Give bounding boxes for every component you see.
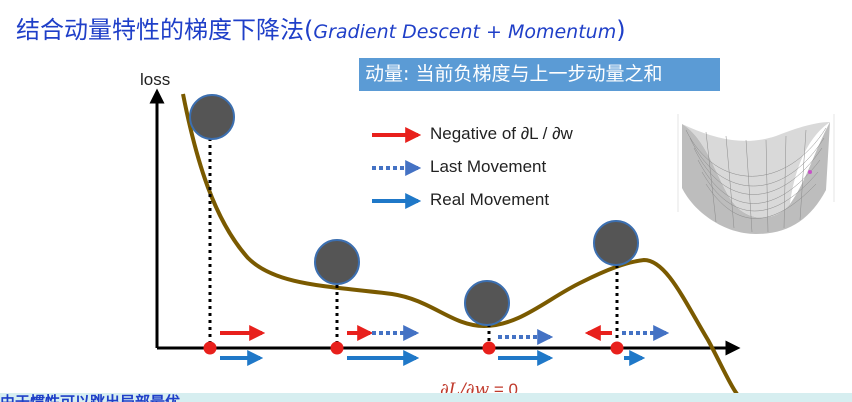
legend-label-last-movement: Last Movement: [430, 157, 547, 176]
title-subtitle: Gradient Descent + Momentum: [313, 21, 617, 43]
ball-1: [189, 94, 235, 140]
title-paren-open: (: [304, 16, 314, 44]
bottom-caption-strip: 由于惯性可以跳出局部最优: [0, 393, 852, 402]
ball-3: [464, 280, 510, 326]
slide-title: 结合动量特性的梯度下降法(Gradient Descent + Momentum…: [16, 10, 626, 45]
ball-4: [593, 220, 639, 266]
momentum-callout: 动量: 当前负梯度与上一步动量之和: [359, 58, 720, 91]
legend-label-negative-gradient: Negative of ∂L / ∂w: [430, 124, 573, 143]
loss-surface-3d-thumbnail: [676, 112, 836, 236]
axis-point-2: [330, 341, 344, 355]
legend-label-real-movement: Real Movement: [430, 190, 550, 209]
title-paren-close: ): [616, 16, 626, 44]
axis-point-1: [203, 341, 217, 355]
ball-2: [314, 239, 360, 285]
axis-point-4: [610, 341, 624, 355]
bottom-caption-text: 由于惯性可以跳出局部最优: [0, 393, 181, 402]
axis-point-3: [482, 341, 496, 355]
title-main: 结合动量特性的梯度下降法: [16, 16, 304, 44]
y-axis-label: loss: [140, 70, 171, 89]
